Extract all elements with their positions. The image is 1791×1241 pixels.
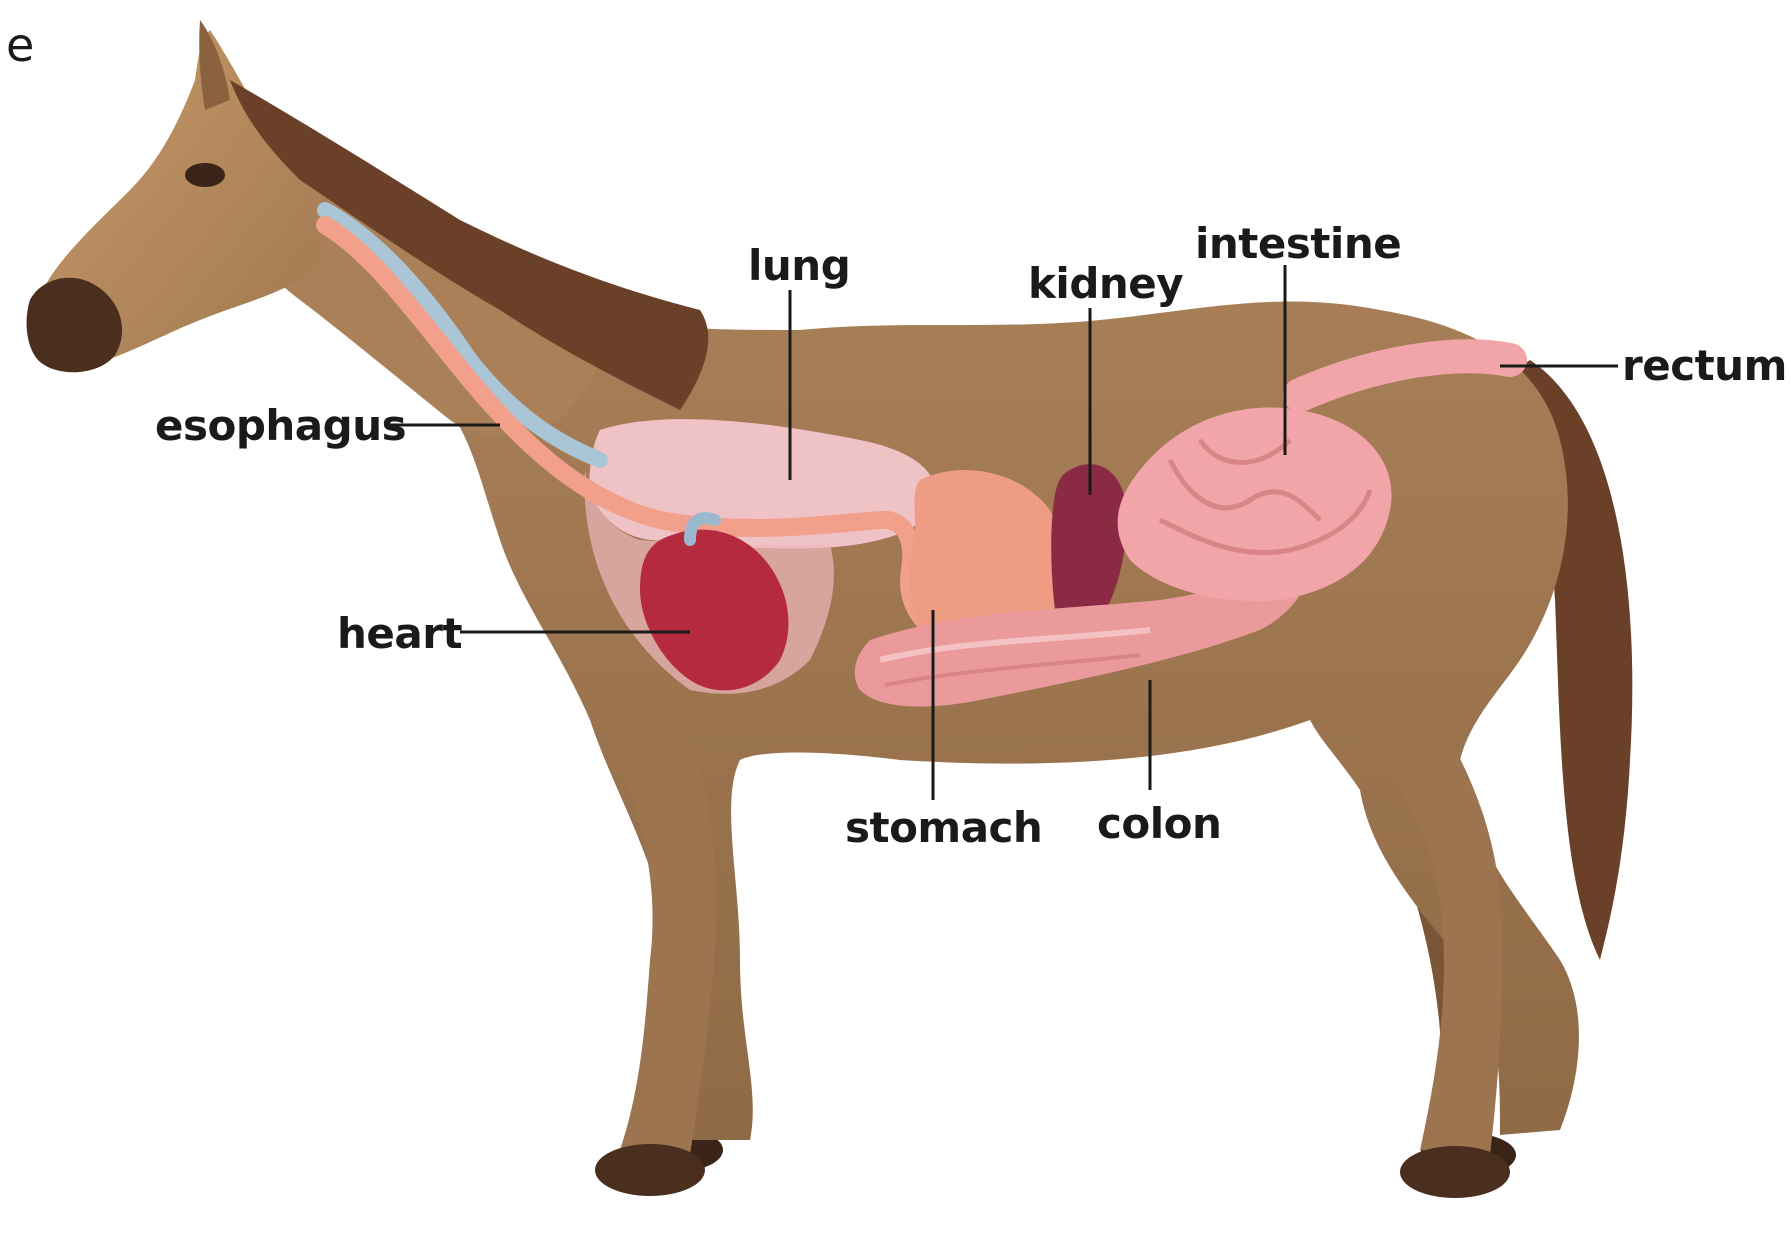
label-kidney: kidney [1028,259,1183,308]
label-intestine: intestine [1195,219,1401,268]
label-lung: lung [748,241,850,290]
label-rectum: rectum [1622,341,1787,390]
label-esophagus: esophagus [155,401,406,450]
near-front-hoof [595,1144,705,1196]
near-hind-hoof [1400,1146,1510,1198]
label-heart: heart [337,609,462,658]
label-stomach: stomach [845,803,1042,852]
horse-eye [185,163,225,187]
label-colon: colon [1097,799,1221,848]
